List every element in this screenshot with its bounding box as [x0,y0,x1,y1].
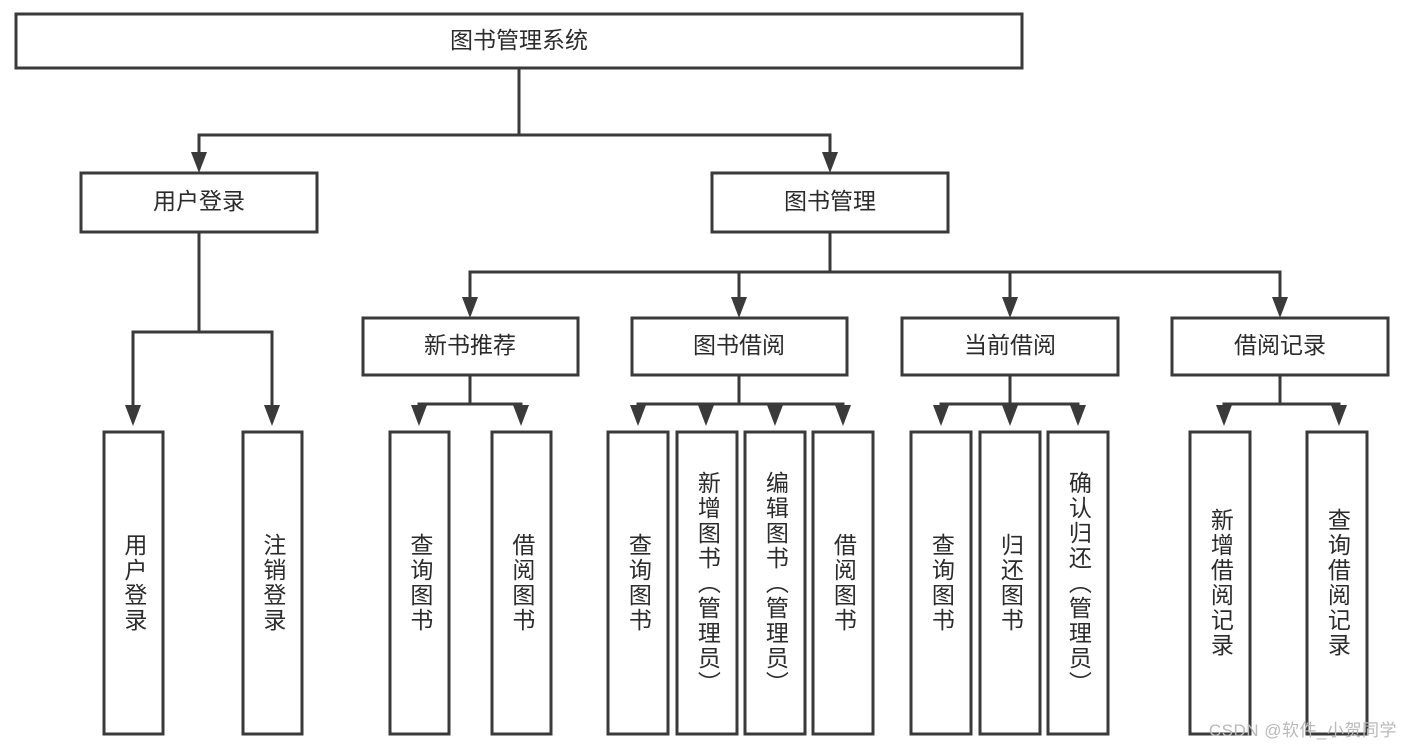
arrowhead-new-book [462,297,478,318]
arrowhead-br-leaf-1 [1331,405,1347,426]
arrowhead-cb-leaf-0 [933,405,949,426]
arrowhead-nb-leaf-1 [513,405,529,426]
leaf-borrow-record-1[interactable] [1305,430,1369,736]
node-borrow-record[interactable] [1170,316,1390,377]
node-book-borrow[interactable] [630,316,849,377]
leaf-current-borrow-1[interactable] [978,430,1042,736]
arrowhead-bb-leaf-3 [835,405,851,426]
leaf-book-borrow-2[interactable] [743,430,807,736]
arrowhead-cb-leaf-1 [1002,405,1018,426]
arrowhead-current [1002,297,1018,318]
node-current-borrow[interactable] [900,316,1120,377]
node-current-borrow-label: 当前借阅 [964,332,1056,358]
node-new-book-recommend[interactable] [361,316,580,377]
arrowhead-bb-leaf-1 [698,405,714,426]
leaf-book-borrow-0[interactable] [606,430,670,736]
leaf-borrow-record-0[interactable] [1188,430,1252,736]
node-user-login-label: 用户登录 [153,188,245,214]
arrowhead-bb-leaf-2 [767,405,783,426]
arrowhead-nb-leaf-0 [411,405,427,426]
arrowhead-record [1272,297,1288,318]
arrowhead-ul-leaf-1 [264,405,280,426]
leaf-book-borrow-1[interactable] [675,430,739,736]
arrowhead-bb-leaf-0 [630,405,646,426]
leaf-current-borrow-2[interactable] [1046,430,1110,736]
connector-layer [131,66,1341,407]
arrowhead-book-mgmt [822,152,838,173]
node-root-book-management-system[interactable] [14,12,1024,70]
node-new-book-recommend-label: 新书推荐 [424,332,516,358]
leaf-new-book-1[interactable] [490,430,553,736]
node-layer: 图书管理系统 用户登录 图书管理 新书推荐 图书借阅 当前借阅 借阅记录 [14,12,1390,736]
arrowhead-br-leaf-0 [1216,405,1232,426]
node-book-borrow-label: 图书借阅 [693,332,785,358]
arrowhead-layer [125,152,1347,426]
leaf-book-borrow-3[interactable] [811,430,875,736]
node-root-label: 图书管理系统 [450,27,588,53]
leaf-current-borrow-0[interactable] [909,430,973,736]
arrowhead-cb-leaf-2 [1070,405,1086,426]
leaf-new-book-0[interactable] [388,430,451,736]
node-user-login[interactable] [79,171,319,234]
leaf-user-login-1[interactable] [241,430,304,736]
arrowhead-borrow [731,297,747,318]
node-borrow-record-label: 借阅记录 [1234,332,1326,358]
leaf-user-login-0[interactable] [102,430,165,736]
arrowhead-user-login [191,152,207,173]
node-book-management-label: 图书管理 [784,188,876,214]
node-book-management[interactable] [710,171,950,234]
arrowhead-ul-leaf-0 [125,405,141,426]
